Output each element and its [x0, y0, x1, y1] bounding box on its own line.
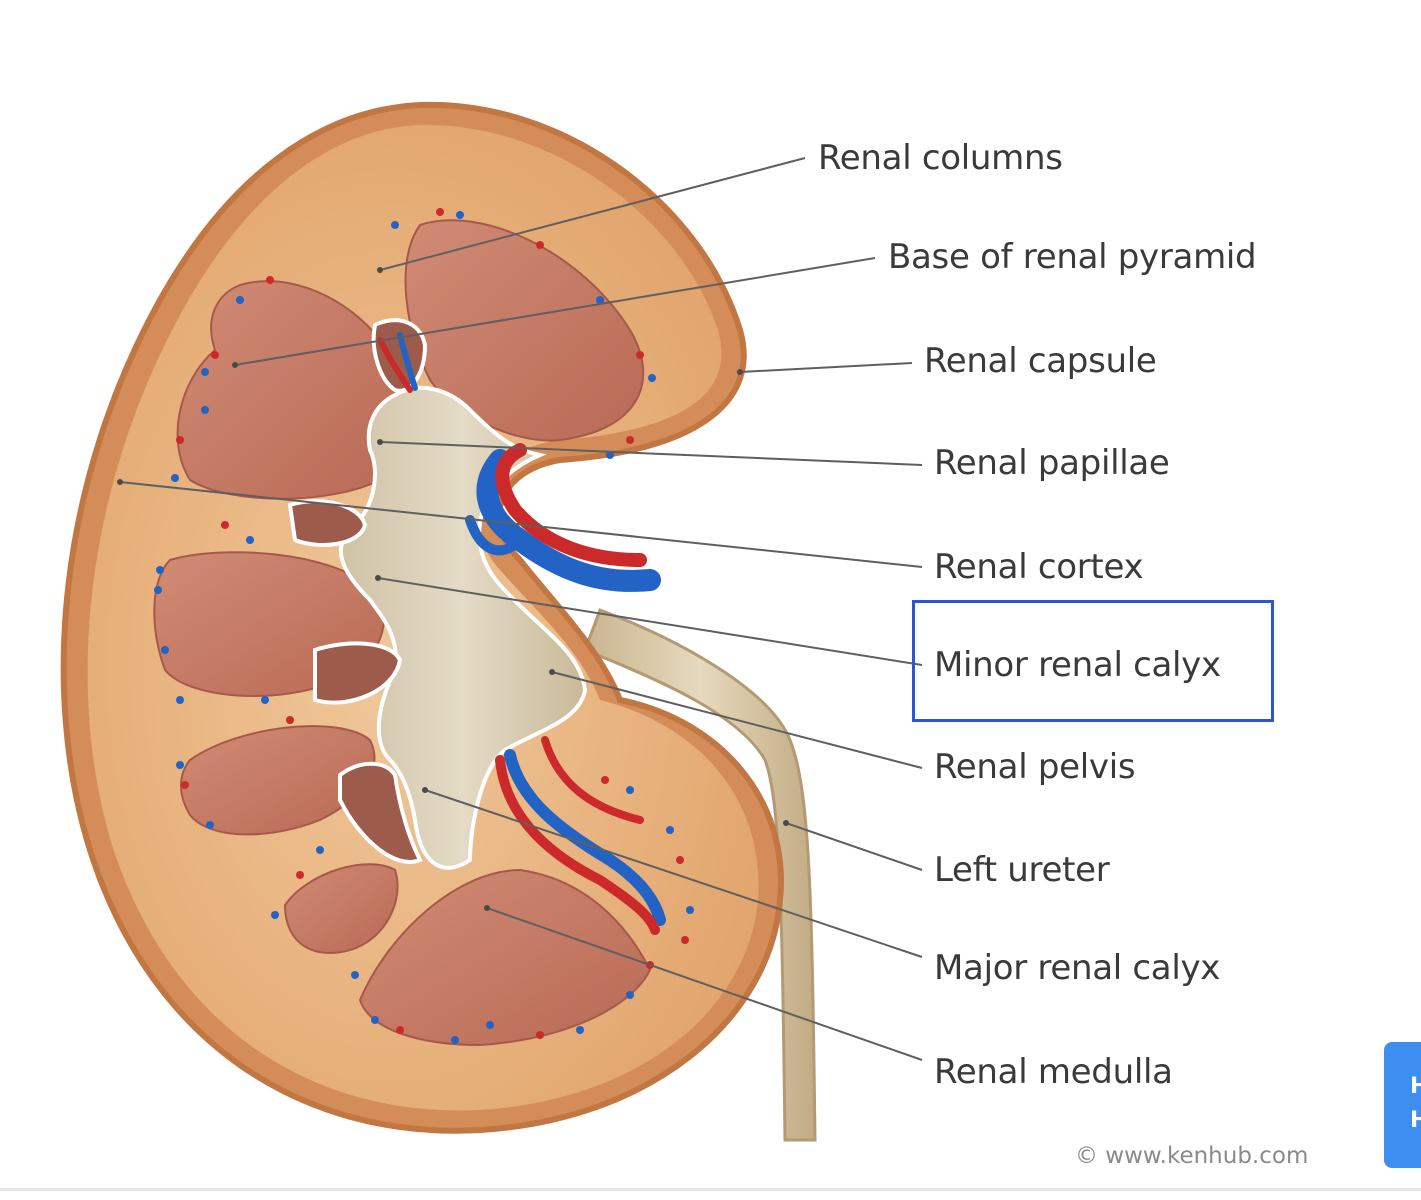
leader-minor-renal-calyx	[377, 577, 923, 666]
vessel-dots	[154, 208, 694, 1044]
leader-dots	[117, 267, 789, 911]
label-renal-columns: Renal columns	[818, 138, 1063, 178]
side-tab-line2: H	[1410, 1108, 1421, 1133]
label-renal-pelvis: Renal pelvis	[934, 747, 1136, 787]
label-renal-papillae: Renal papillae	[934, 443, 1170, 483]
side-tab-line1: H	[1410, 1074, 1421, 1099]
leader-base-of-renal-pyramid	[234, 257, 876, 366]
leader-renal-columns	[379, 157, 806, 271]
left-ureter-shape	[583, 608, 817, 1142]
label-base-of-renal-pyramid: Base of renal pyramid	[888, 237, 1257, 277]
label-renal-medulla: Renal medulla	[934, 1052, 1173, 1092]
leader-left-ureter	[785, 822, 923, 871]
pyramid-lower-left	[180, 725, 376, 836]
leader-major-renal-calyx	[424, 789, 923, 958]
renal-vessels	[377, 332, 666, 935]
bottom-divider	[0, 1188, 1421, 1191]
renal-pelvis-shape	[338, 385, 588, 870]
leader-renal-papillae	[379, 441, 923, 466]
pyramid-upper-left	[176, 280, 402, 500]
highlight-box	[912, 600, 1274, 722]
label-left-ureter: Left ureter	[934, 850, 1110, 890]
leader-lines	[119, 157, 923, 1061]
leader-renal-medulla	[486, 907, 923, 1061]
minor-calyx-cups	[287, 318, 428, 864]
label-major-renal-calyx: Major renal calyx	[934, 948, 1221, 988]
leader-renal-pelvis	[551, 671, 923, 769]
side-tab-button[interactable]: H H	[1384, 1042, 1421, 1168]
pyramid-lower-small	[283, 863, 399, 954]
kenhub-credit: © www.kenhub.com	[1075, 1143, 1309, 1169]
label-minor-renal-calyx: Minor renal calyx	[934, 645, 1221, 685]
renal-pyramids	[153, 219, 652, 1047]
label-renal-cortex: Renal cortex	[934, 547, 1144, 587]
leader-renal-capsule	[739, 362, 913, 373]
leader-renal-cortex	[119, 481, 923, 568]
label-renal-capsule: Renal capsule	[924, 341, 1157, 381]
